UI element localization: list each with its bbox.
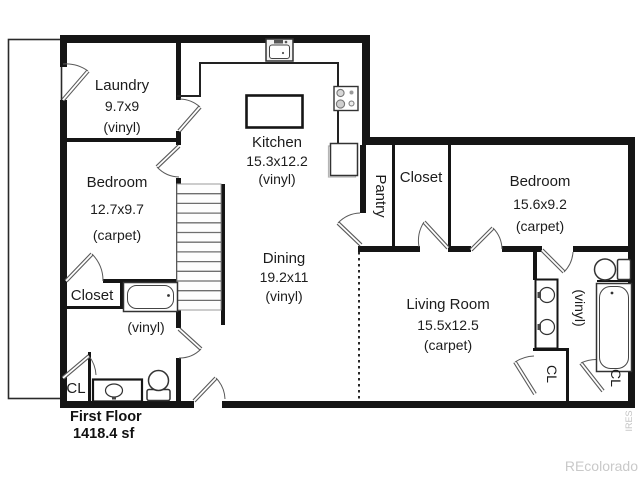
door-closet-left-cl: [61, 354, 97, 380]
room-name: Dining: [262, 250, 306, 267]
room-name: CL: [66, 380, 86, 397]
kitchen-sink-icon: [265, 38, 294, 62]
toilet-right-icon: [593, 258, 632, 281]
room-dims: 9.7x9: [104, 98, 140, 114]
room-label-bedroom-right: Bedroom 15.6x9.2 (carpet): [478, 170, 602, 237]
room-label-bath-left-cl: CL: [63, 381, 89, 397]
doors: [61, 63, 605, 403]
floor-area: 1418.4 sf: [73, 426, 135, 442]
kitchen-counter: [177, 62, 339, 143]
toilet-left-icon: [146, 369, 171, 402]
stove-icon: [333, 85, 359, 112]
room-name: Bedroom: [86, 174, 148, 191]
door-laundry-hall: [177, 98, 202, 133]
double-vanity-right-icon: [534, 278, 559, 350]
room-name: Bedroom: [509, 173, 571, 190]
door-dining-exterior: [192, 376, 226, 403]
room-label-kitchen: Kitchen 15.3x12.2 (vinyl): [217, 133, 337, 188]
room-name: Pantry: [372, 174, 389, 218]
room-name: Laundry: [94, 77, 150, 94]
door-bath-right: [540, 248, 574, 274]
room-dims: 12.7x9.7: [90, 201, 144, 217]
room-label-dining: Dining 19.2x11 (vinyl): [224, 249, 344, 306]
room-label-living-room: Living Room 15.5x12.5 (carpet): [386, 294, 510, 355]
room-name: CL: [544, 365, 560, 383]
door-bedroom-right: [469, 226, 503, 252]
vanity-sink-left-icon: [91, 378, 144, 403]
door-pantry: [336, 212, 363, 247]
room-floor: (vinyl): [103, 119, 141, 135]
room-name: Living Room: [406, 296, 490, 313]
exterior-walls: [60, 35, 635, 408]
door-bedroom-left: [155, 144, 181, 178]
room-dims: 15.5x12.5: [417, 317, 479, 333]
door-bedroom-left-closet: [64, 252, 104, 283]
deck-outline: [7, 38, 63, 400]
room-floor: (vinyl): [572, 289, 588, 327]
refrigerator-icon: [327, 142, 359, 178]
room-floor: (vinyl): [265, 288, 303, 304]
room-name: Closet: [70, 287, 114, 304]
room-floor: (carpet): [515, 218, 565, 234]
door-bath-left: [177, 327, 203, 359]
floor-title: First Floor: [70, 409, 142, 425]
room-label-bath-right-floor: (vinyl): [572, 273, 588, 343]
floor-summary: First Floor 1418.4 sf: [70, 409, 142, 443]
room-name: Closet: [399, 169, 443, 186]
bathtub-left-icon: [122, 281, 179, 313]
room-label-pantry: Pantry: [372, 161, 389, 231]
room-label-laundry: Laundry 9.7x9 (vinyl): [64, 75, 180, 138]
door-laundry-exterior: [61, 63, 90, 102]
room-floor: (vinyl): [127, 319, 165, 335]
bathtub-right-icon: [595, 282, 633, 373]
room-name: CL: [608, 369, 624, 387]
room-name: Kitchen: [251, 134, 303, 151]
kitchen-island: [245, 94, 304, 129]
room-label-bedroom-left: Bedroom 12.7x9.7 (carpet): [59, 169, 175, 248]
room-label-bath-left-floor: (vinyl): [111, 319, 181, 335]
door-bath-right-cl1: [513, 355, 537, 396]
room-label-bath-right-cl1: CL: [544, 361, 560, 387]
door-closet-hall: [418, 220, 450, 250]
room-dims: 15.6x9.2: [513, 196, 567, 212]
room-label-bath-right-cl2: CL: [608, 365, 624, 391]
room-label-closet-hall: Closet: [391, 170, 451, 186]
room-floor: (carpet): [423, 337, 473, 353]
watermark-source: IRES: [624, 410, 634, 432]
room-dims: 19.2x11: [259, 269, 309, 285]
room-floor: (vinyl): [258, 171, 296, 187]
room-label-bedroom-closet: Closet: [63, 288, 121, 304]
room-floor: (carpet): [92, 227, 142, 243]
stairs: [176, 183, 222, 311]
watermark-brand: REcolorado: [564, 458, 638, 474]
room-dims: 15.3x12.2: [246, 153, 308, 169]
